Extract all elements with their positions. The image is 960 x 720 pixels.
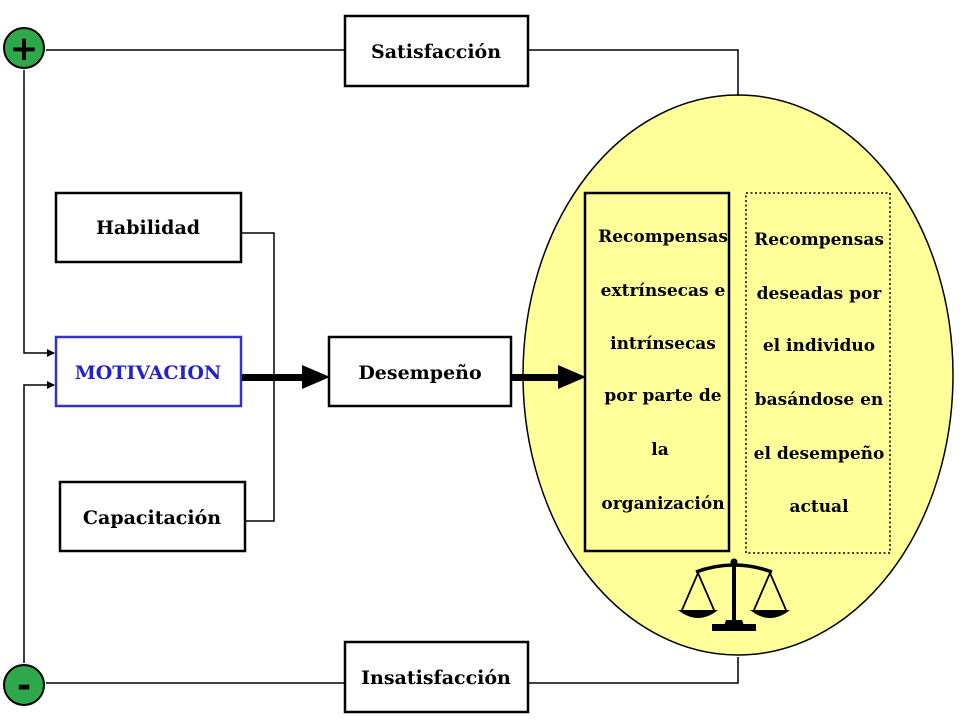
- connector-lines: [23, 49, 739, 684]
- desempeno-label: Desempeño: [358, 362, 481, 384]
- habilidad-box: Habilidad: [54, 191, 243, 264]
- rewards-ellipse: [522, 94, 954, 656]
- desired-rewards-line: actual: [789, 497, 849, 517]
- habilidad-label: Habilidad: [96, 217, 200, 239]
- organization-rewards-box: Recompensas extrínsecas e intrínsecas po…: [583, 191, 731, 553]
- insatisfaccion-box: Insatisfacción: [343, 640, 530, 714]
- plus-sign-icon: +: [3, 27, 45, 69]
- satisfaccion-label: Satisfacción: [371, 41, 501, 63]
- svg-text:+: +: [10, 29, 39, 69]
- desired-rewards-line: el desempeño: [754, 444, 885, 464]
- motivacion-box: MOTIVACION: [54, 335, 243, 408]
- capacitacion-box: Capacitación: [58, 480, 247, 553]
- capacitacion-label: Capacitación: [83, 507, 221, 529]
- desired-rewards-line: basándose en: [755, 390, 884, 410]
- motivacion-label: MOTIVACION: [75, 362, 222, 384]
- organization-rewards-line: la: [651, 440, 668, 460]
- organization-rewards-line: Recompensas: [598, 227, 728, 247]
- insatisfaccion-label: Insatisfacción: [361, 667, 511, 689]
- minus-sign-icon: -: [3, 664, 45, 706]
- organization-rewards-line: organización: [601, 494, 724, 514]
- desired-rewards-line: Recompensas: [754, 230, 884, 250]
- desired-rewards-box: Recompensas deseadas por el individuo ba…: [745, 192, 891, 554]
- organization-rewards-line: intrínsecas: [610, 334, 716, 354]
- desired-rewards-line: el individuo: [763, 336, 875, 356]
- organization-rewards-line: extrínsecas e: [601, 281, 726, 301]
- organization-rewards-line: por parte de: [604, 386, 721, 406]
- balance-scale-icon: [678, 558, 790, 631]
- svg-text:-: -: [17, 666, 31, 706]
- thick-arrows: [242, 365, 586, 389]
- satisfaccion-box: Satisfacción: [343, 14, 530, 88]
- desempeno-box: Desempeño: [327, 335, 513, 408]
- desired-rewards-line: deseadas por: [757, 284, 883, 304]
